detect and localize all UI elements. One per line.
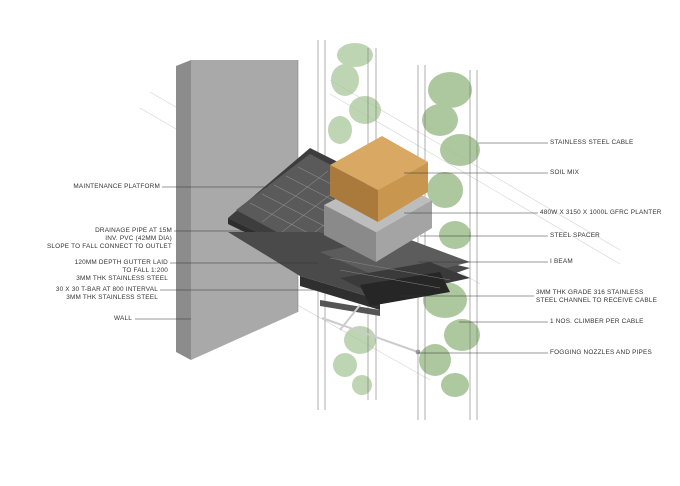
label-line: I BEAM bbox=[550, 258, 573, 265]
label-line: MAINTENANCE PLATFORM bbox=[73, 183, 160, 190]
label-line: 1 NOS. CLIMBER PER CABLE bbox=[550, 318, 644, 325]
label-climber: 1 NOS. CLIMBER PER CABLE bbox=[550, 318, 644, 326]
label-soil-mix: SOIL MIX bbox=[550, 169, 579, 177]
label-line: WALL bbox=[114, 315, 132, 322]
label-depth-gutter: 120MM DEPTH GUTTER LAID TO FALL 1:200 3M… bbox=[75, 259, 168, 283]
label-line: STEEL CHANNEL TO RECEIVE CABLE bbox=[536, 297, 658, 304]
soil-mix bbox=[330, 136, 428, 222]
fogging-pipes bbox=[321, 304, 419, 353]
label-line: TO FALL 1:200 bbox=[122, 267, 168, 274]
label-stainless-steel-cable: STAINLESS STEEL CABLE bbox=[550, 139, 633, 147]
label-i-beam: I BEAM bbox=[550, 258, 573, 266]
label-line: SOIL MIX bbox=[550, 169, 580, 176]
label-line: 480W X 3150 X 1000L GFRC PLANTER bbox=[540, 209, 662, 216]
label-steel-spacer: STEEL SPACER bbox=[550, 232, 600, 240]
label-line: 30 X 30 T-BAR AT 800 INTERVAL bbox=[55, 286, 158, 293]
label-line: 3MM THK STAINLESS STEEL bbox=[76, 275, 168, 282]
label-line: 120MM DEPTH GUTTER LAID bbox=[74, 259, 168, 266]
label-maintenance-platform: MAINTENANCE PLATFORM bbox=[73, 183, 160, 191]
fogging-nozzle bbox=[415, 349, 421, 355]
label-gfrc-planter: 480W X 3150 X 1000L GFRC PLANTER bbox=[540, 209, 662, 217]
leader-lines bbox=[135, 142, 548, 354]
label-line: 3MM THK GRADE 316 STAINLESS bbox=[536, 289, 644, 296]
label-wall: WALL bbox=[114, 315, 132, 323]
label-line: STAINLESS STEEL CABLE bbox=[550, 139, 634, 146]
climber-foliage-front bbox=[419, 72, 480, 397]
label-line: INV. PVC (42MM DIA) bbox=[105, 235, 172, 242]
label-fogging-nozzles: FOGGING NOZZLES AND PIPES bbox=[550, 349, 652, 357]
label-line: SLOPE TO FALL CONNECT TO OUTLET bbox=[46, 243, 172, 250]
label-line: DRAINAGE PIPE AT 15M bbox=[95, 227, 172, 234]
label-line: FOGGING NOZZLES AND PIPES bbox=[550, 349, 652, 356]
label-line: 3MM THK STAINLESS STEEL bbox=[66, 294, 158, 301]
label-t-bar: 30 X 30 T-BAR AT 800 INTERVAL 3MM THK ST… bbox=[56, 286, 158, 302]
label-line: STEEL SPACER bbox=[550, 232, 600, 239]
label-drainage-pipe: DRAINAGE PIPE AT 15M INV. PVC (42MM DIA)… bbox=[47, 227, 172, 251]
label-steel-channel: 3MM THK GRADE 316 STAINLESS STEEL CHANNE… bbox=[536, 289, 657, 305]
